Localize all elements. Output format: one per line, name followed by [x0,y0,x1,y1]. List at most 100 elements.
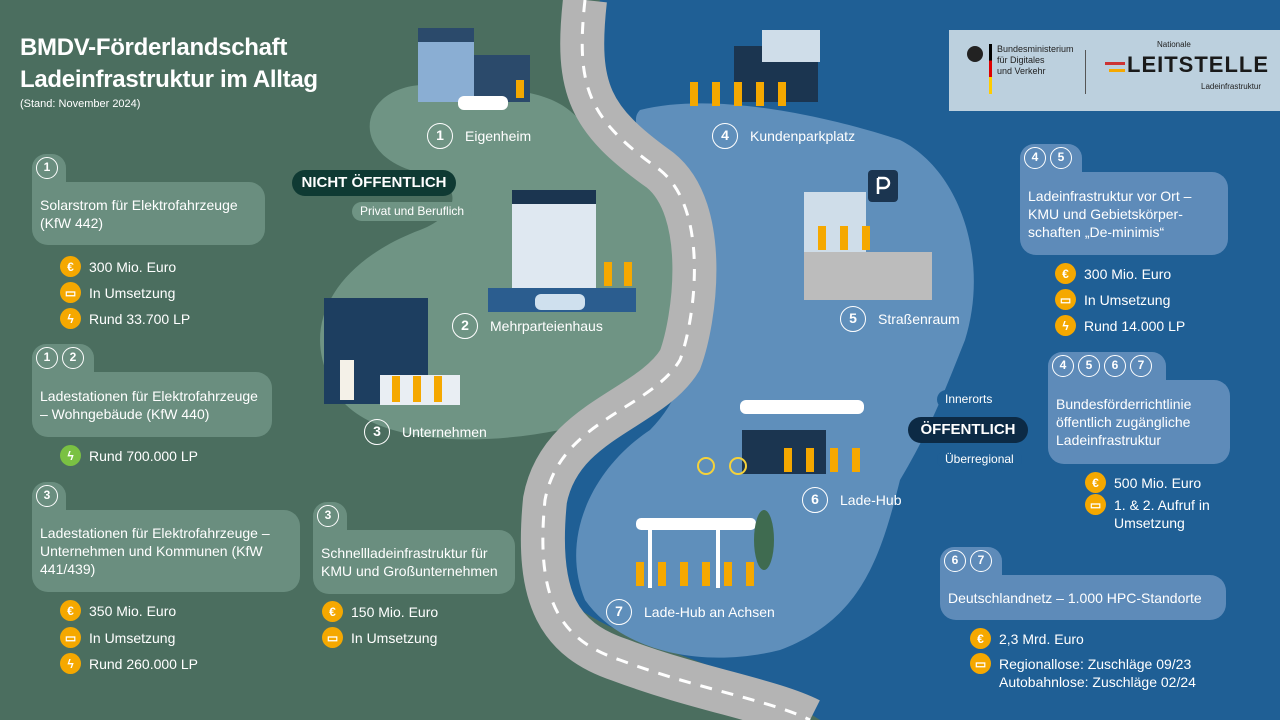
title-line-1: BMDV-Förderlandschaft [20,34,288,61]
house-illustration [418,28,530,110]
company-illustration [324,298,460,405]
location-label: Eigenheim [465,128,532,144]
fact-text: 150 Mio. Euro [351,604,439,620]
date-stamp: (Stand: November 2024) [20,98,141,110]
location-badge: 4 [1052,355,1074,377]
euro-icon: € [970,628,991,649]
ministry-line: Bundesministerium [997,44,1074,54]
logo-divider [1085,50,1086,94]
program-title: Deutschlandnetz – 1.000 HPC-Standorte [948,589,1202,606]
calendar-icon: ▭ [970,653,991,674]
zone-public-label: ÖFFENTLICH [908,417,1028,443]
bolt-icon: ϟ [60,653,81,674]
program-title: Solarstrom für Elektrofahrzeuge (KfW 442… [40,196,238,231]
program-fact: €300 Mio. Euro [1055,263,1171,284]
program-badges: 3 [313,502,347,532]
euro-icon: € [322,601,343,622]
location-badge: 2 [62,347,84,369]
calendar-icon: ▭ [322,627,343,648]
leitstelle-logo: LEITSTELLE [1127,52,1269,77]
location-number: 2 [452,313,478,339]
location-badge: 4 [1024,147,1046,169]
street-parking-illustration [804,170,932,300]
ladehub-illustration [697,400,864,475]
euro-icon: € [1055,263,1076,284]
leitstelle-top: Nationale [1157,40,1191,49]
location-number: 6 [802,487,828,513]
euro-icon: € [1085,472,1106,493]
title-line-2: Ladeinfrastruktur im Alltag [20,66,318,93]
apartment-illustration [488,190,636,312]
highway-hub-illustration [636,510,774,588]
location-number: 1 [427,123,453,149]
program-fact: €2,3 Mrd. Euro [970,628,1210,649]
fact-text: 300 Mio. Euro [89,259,177,275]
calendar-icon: ▭ [1055,289,1076,310]
leitstelle-mark [1105,62,1125,65]
location-label: Straßenraum [878,311,960,327]
program-title: Schnellladeinfrastruktur für KMU und Gro… [321,545,498,579]
program-card: Solarstrom für Elektrofahrzeuge (KfW 442… [32,182,265,245]
location-badge: 1 [36,347,58,369]
location-badge: 7 [970,550,992,572]
zone-private-sub: Privat und Beruflich [352,202,473,221]
program-fact: ▭ In Umsetzung [1055,289,1171,310]
fact-text: Rund 14.000 LP [1084,318,1186,334]
fact-text: In Umsetzung [351,630,438,646]
program-card: Ladestationen für Elektrofahrzeuge – Unt… [32,510,300,592]
fact-text: In Umsetzung [1084,292,1171,308]
location-number: 5 [840,306,866,332]
fact-text: In Umsetzung [89,630,176,646]
zone-private-label: NICHT ÖFFENTLICH [292,170,456,196]
fact-text: Rund 260.000 LP [89,656,198,672]
location-label: Lade-Hub [840,492,902,508]
location-badge: 6 [944,550,966,572]
program-fact: €350 Mio. Euro [60,600,176,621]
fact-text: Rund 700.000 LP [89,448,198,464]
fact-text: 1. & 2. Aufruf in Umsetzung [1114,497,1210,531]
fact-text: Regionallose: Zuschläge 09/23 Autobahnlo… [999,656,1196,690]
program-fact: ▭ In Umsetzung [322,627,482,648]
calendar-icon: ▭ [60,282,81,303]
program-card: Ladestationen für Elektrofahr­zeuge – Wo… [32,372,272,437]
fact-text: 2,3 Mrd. Euro [999,631,1084,647]
parking-sign-icon [876,176,891,194]
fact-text: Rund 33.700 LP [89,311,191,327]
program-badges: 1 [32,154,66,184]
program-card: Deutschlandnetz – 1.000 HPC-Standorte [940,575,1226,620]
leitstelle-mark [1109,69,1125,72]
bolt-icon: ϟ [1055,315,1076,336]
program-fact: ▭1. & 2. Aufruf in Umsetzung [1085,494,1220,532]
program-title: Ladestationen für Elektrofahrzeuge – Unt… [40,525,270,577]
program-fact: ϟ Rund 260.000 LP [60,653,198,674]
program-title: Bundesförderrichtlinie öffentlich zugäng… [1056,396,1192,448]
program-fact: ▭ In Umsetzung [60,282,176,303]
calendar-icon: ▭ [60,627,81,648]
supermarket-illustration [690,30,820,106]
program-card: Bundesförderrichtlinie öffentlich zugäng… [1048,380,1230,464]
program-fact: ϟ Rund 14.000 LP [1055,315,1186,336]
location-badge: 3 [36,485,58,507]
location-6: 6 Lade-Hub [802,487,902,513]
euro-icon: € [60,600,81,621]
program-fact: €300 Mio. Euro [60,256,177,277]
fact-text: In Umsetzung [89,285,176,301]
location-badge: 3 [317,505,339,527]
program-fact: ϟ Rund 700.000 LP [60,445,198,466]
bolt-icon: ϟ [60,445,81,466]
program-fact: ▭ Regionallose: Zuschläge 09/23 Autobahnl… [970,653,1210,691]
location-label: Lade-Hub an Achsen [644,604,775,620]
location-number: 3 [364,419,390,445]
location-5: 5 Straßenraum [840,306,960,332]
program-card: Ladeinfrastruktur vor Ort – KMU und Gebi… [1020,172,1228,255]
program-title: Ladeinfrastruktur vor Ort – KMU und Gebi… [1028,187,1192,240]
